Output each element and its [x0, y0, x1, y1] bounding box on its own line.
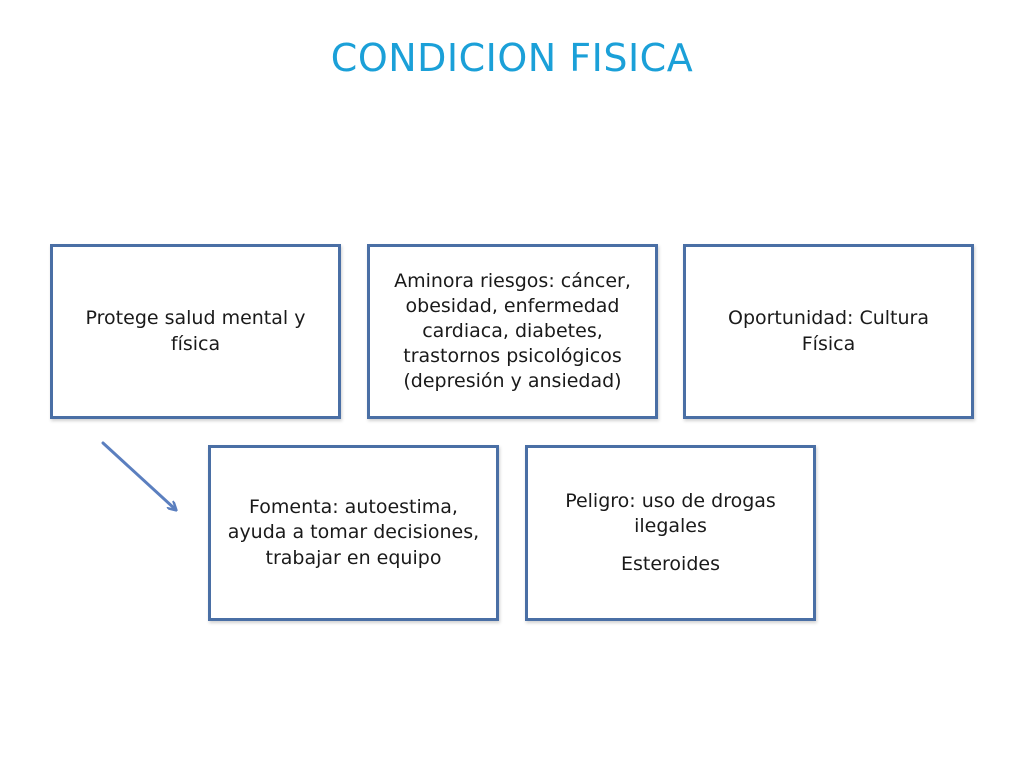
slide-title: CONDICION FISICA: [330, 36, 694, 80]
box-fomenta-text: Fomenta: autoestima, ayuda a tomar decis…: [227, 496, 480, 569]
box-protege-salud-text: Protege salud mental y física: [85, 307, 306, 355]
box-oportunidad: Oportunidad: Cultura Física: [683, 244, 974, 419]
box-aminora-riesgos-text: Aminora riesgos: cáncer, obesidad, enfer…: [394, 269, 631, 393]
box-aminora-riesgos: Aminora riesgos: cáncer, obesidad, enfer…: [367, 244, 658, 419]
arrow-down-right-icon: [101, 441, 190, 517]
box-peligro-esteroides: Esteroides: [621, 552, 720, 575]
box-fomenta: Fomenta: autoestima, ayuda a tomar decis…: [208, 445, 499, 621]
box-peligro: Peligro: uso de drogas ilegales Esteroid…: [525, 445, 816, 621]
box-protege-salud: Protege salud mental y física: [50, 244, 341, 419]
box-oportunidad-text: Oportunidad: Cultura Física: [727, 307, 929, 355]
box-peligro-text: Peligro: uso de drogas ilegales: [565, 490, 776, 538]
